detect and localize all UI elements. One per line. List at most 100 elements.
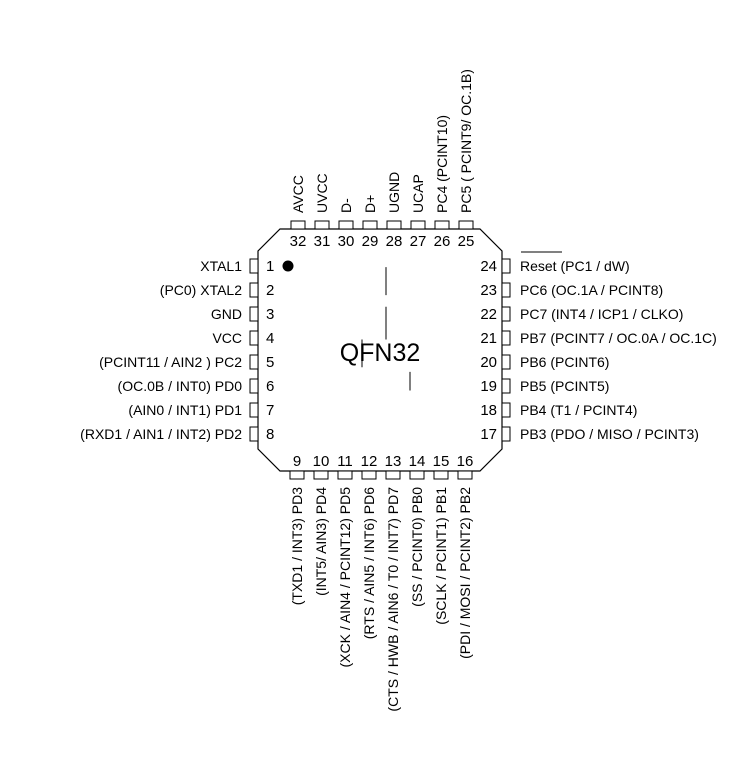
pin-number: 9 <box>293 453 301 470</box>
pin-number: 18 <box>480 402 497 419</box>
pin-label: UVCC <box>314 173 330 213</box>
pin-number: 12 <box>361 453 378 470</box>
pin-number: 2 <box>266 282 274 299</box>
pin-number: 3 <box>266 306 274 323</box>
pin-number: 15 <box>433 453 450 470</box>
pin-number: 13 <box>385 453 402 470</box>
pin-number: 11 <box>337 453 353 470</box>
pin-number: 21 <box>480 330 497 347</box>
pin-number: 22 <box>480 306 497 323</box>
pin-label: (SS / PCINT0) PB0 <box>409 487 425 607</box>
pin-label: (XCK / AIN4 / PCINT12) PD5 <box>337 487 353 668</box>
pin-pad <box>501 306 511 322</box>
pin-pad <box>501 258 511 274</box>
pin-pad <box>409 470 425 480</box>
pin-label: PB3 (PDO / MISO / PCINT3) <box>520 426 699 442</box>
pin-number: 27 <box>410 233 427 250</box>
pin-pad <box>501 426 511 442</box>
pin-number: 10 <box>313 453 330 470</box>
pin-label: (PDI / MOSI / PCINT2) PB2 <box>457 487 473 659</box>
pin-label: PB4 (T1 / PCINT4) <box>520 402 637 418</box>
pin-number: 19 <box>480 378 497 395</box>
pin-label: (INT5/ AIN3) PD4 <box>313 487 329 596</box>
pin-number: 32 <box>290 233 307 250</box>
pin-pad <box>337 470 353 480</box>
pin1-indicator-dot <box>282 260 294 272</box>
pin-label: (RXD1 / AIN1 / INT2) PD2 <box>80 426 242 442</box>
pin-number: 17 <box>480 426 497 443</box>
pin-label: (CTS / HWB / AIN6 / T0 / INT7) PD7 <box>385 487 401 712</box>
pin-label: PC4 (PCINT10) <box>434 115 450 213</box>
pin-pad <box>249 354 259 370</box>
pin-label: PC6 (OC.1A / PCINT8) <box>520 282 663 298</box>
pin-number: 25 <box>458 233 475 250</box>
pin-pad <box>386 220 402 230</box>
pin-label: GND <box>211 306 242 322</box>
pin-label: (OC.0B / INT0) PD0 <box>118 378 243 394</box>
pin-label: XTAL1 <box>200 258 242 274</box>
pin-pad <box>433 470 449 480</box>
pin-number: 23 <box>480 282 497 299</box>
pin-number: 28 <box>386 233 403 250</box>
pin-number: 7 <box>266 402 274 419</box>
pin-label: VCC <box>212 330 242 346</box>
pin-pad <box>249 402 259 418</box>
pin-pad <box>385 470 401 480</box>
pin-number: 30 <box>338 233 355 250</box>
pin-label: D- <box>338 198 354 213</box>
pin-number: 24 <box>480 258 497 275</box>
pin-pad <box>290 220 306 230</box>
pin-label: PB7 (PCINT7 / OC.0A / OC.1C) <box>520 330 717 346</box>
pin-pad <box>501 402 511 418</box>
pin-number: 20 <box>480 354 497 371</box>
pin-label: AVCC <box>290 175 306 213</box>
pin-number: 26 <box>434 233 451 250</box>
pin-pad <box>249 306 259 322</box>
pin-label: (TXD1 / INT3) PD3 <box>289 487 305 605</box>
pin-number: 16 <box>457 453 474 470</box>
pin-pad <box>249 378 259 394</box>
pin-number: 5 <box>266 354 274 371</box>
pin-label: PB6 (PCINT6) <box>520 354 609 370</box>
pin-label: (AIN0 / INT1) PD1 <box>128 402 242 418</box>
pin-number: 6 <box>266 378 274 395</box>
pin-number: 31 <box>314 233 331 250</box>
pin-label: UCAP <box>410 174 426 213</box>
pin-pad <box>501 330 511 346</box>
pin-label: (PC0) XTAL2 <box>160 282 242 298</box>
pin-label: PB5 (PCINT5) <box>520 378 609 394</box>
pin-pad <box>249 330 259 346</box>
pin-label: (SCLK / PCINT1) PB1 <box>433 487 449 625</box>
pin-number: 1 <box>266 258 274 275</box>
pin-label: PC5 ( PCINT9/ OC.1B) <box>458 69 474 213</box>
top-pin-group: 25 PC5 ( PCINT9/ OC.1B) 26 PC4 (PCINT10) 27 U… <box>290 69 475 250</box>
pin-pad <box>314 220 330 230</box>
bottom-pin-group: 9 (TXD1 / INT3) PD3 10 (INT5/ AIN3) PD4 11 (X… <box>289 267 474 712</box>
pin-label: UGND <box>386 172 402 213</box>
pin-number: 14 <box>409 453 426 470</box>
pin-pad <box>410 220 426 230</box>
pin-label: D+ <box>362 195 378 213</box>
pin-pad <box>289 470 305 480</box>
pin-pad <box>249 258 259 274</box>
pin-pad <box>313 470 329 480</box>
pin-label: PC7 (INT4 / ICP1 / CLKO) <box>520 306 683 322</box>
pin-number: 8 <box>266 426 274 443</box>
pin-pad <box>338 220 354 230</box>
pin-label: (RTS / AIN5 / INT6) PD6 <box>361 487 377 639</box>
package-label: QFN32 <box>340 339 421 367</box>
pin-pad <box>501 282 511 298</box>
pin-pad <box>458 220 474 230</box>
pin-pad <box>434 220 450 230</box>
pin-pad <box>501 378 511 394</box>
pin-pad <box>361 470 377 480</box>
pin-pad <box>249 282 259 298</box>
pin-pad <box>501 354 511 370</box>
pin-number: 29 <box>362 233 379 250</box>
pin-label: Reset (PC1 / dW) <box>520 258 630 274</box>
pin-pad <box>362 220 378 230</box>
right-pin-group: 17 PB3 (PDO / MISO / PCINT3) 18 PB4 (T1 / P… <box>480 251 717 443</box>
pin-pad <box>249 426 259 442</box>
